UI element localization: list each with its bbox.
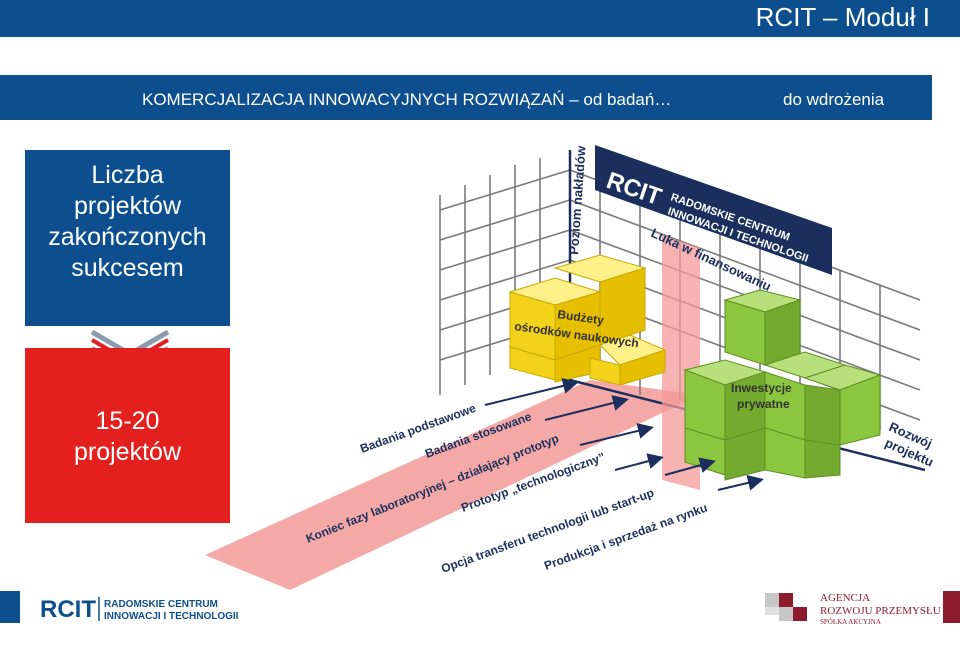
pink-floor-band: [205, 380, 700, 590]
projects-label-box: Liczba projektów zakończonych sukcesem: [25, 150, 230, 326]
arp-line3: SPÓŁKA AKCYJNA: [820, 618, 881, 626]
yellow-label-1: Budżety: [557, 307, 605, 327]
rcit-sign: [595, 145, 832, 275]
projects-count-box: 15-20 projektów: [25, 348, 230, 523]
stage-arrow: [717, 474, 764, 491]
footer-left-stripe: [0, 591, 20, 623]
rcit-footer-logo: RCIT RADOMSKIE CENTRUM INNOWACJI I TECHN…: [0, 591, 239, 623]
stage-label: Produkcja i sprzedaż na rynku: [542, 501, 709, 573]
projects-label-line: projektów: [74, 192, 181, 220]
innovation-funding-diagram: Poziom nakładów Rozwój projektu Luka w f…: [205, 144, 936, 590]
arp-line1: AGENCJA: [820, 592, 870, 604]
footer-right-stripe: [943, 591, 960, 623]
projects-label-line: Liczba: [91, 161, 164, 189]
rcit-footer-logo-text: RCIT: [40, 596, 96, 623]
projects-count-unit: projektów: [74, 438, 181, 466]
page-title: RCIT – Moduł I: [755, 2, 930, 32]
yellow-cubes: [508, 254, 667, 386]
stage-arrow: [544, 395, 629, 421]
subtitle-left: KOMERCJALIZACJA INNOWACYJNYCH ROZWIĄZAŃ …: [142, 90, 672, 109]
stage-arrows: [484, 378, 764, 491]
green-label-2: prywatne: [737, 397, 790, 411]
stage-arrow: [484, 378, 579, 406]
projects-label-line: zakończonych: [48, 223, 207, 251]
subtitle-bar: KOMERCJALIZACJA INNOWACYJNYCH ROZWIĄZAŃ …: [0, 75, 932, 120]
arp-footer-logo: AGENCJA ROZWOJU PRZEMYSŁU SPÓŁKA AKCYJNA: [765, 591, 960, 626]
rcit-footer-line2: INNOWACJI I TECHNOLOGII: [104, 611, 239, 622]
green-label-1: Inwestycje: [731, 381, 792, 395]
stage-arrow: [614, 453, 664, 471]
projects-label-line: sukcesem: [71, 254, 184, 282]
projects-count-value: 15-20: [95, 407, 160, 435]
rcit-footer-line1: RADOMSKIE CENTRUM: [104, 599, 218, 610]
arp-line2: ROZWOJU PRZEMYSŁU: [820, 605, 941, 617]
subtitle-right: do wdrożenia: [783, 90, 885, 109]
title-bar: RCIT – Moduł I: [0, 0, 960, 37]
stage-arrow: [579, 423, 654, 446]
arp-mark-icon: [765, 593, 807, 621]
stage-arrow: [664, 457, 716, 476]
